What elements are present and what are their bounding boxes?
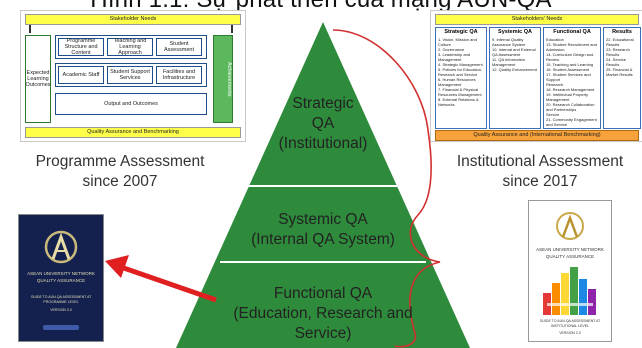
- col2-item: 10. Internal and External QA Assessment: [492, 47, 536, 57]
- col3-item: 20. Research Collaboration and Partnersh…: [546, 102, 595, 112]
- achievements-bar: Achievements: [213, 35, 233, 123]
- systemic-qa-level: Systemic QA (Internal QA System): [213, 210, 433, 250]
- strategic-line2: QA: [311, 115, 335, 132]
- col1-item: 5. Policies for Education, Research and …: [438, 67, 483, 77]
- col4-item: 25. Financial & Market Results: [606, 67, 633, 77]
- institutional-bracket: [332, 29, 441, 348]
- student-support-box: Student Support Services: [107, 66, 153, 84]
- col3-item: Service: [546, 112, 560, 117]
- expected-learning-outcomes-box: Expected Learning Outcomes: [25, 35, 51, 123]
- academic-staff-box: Academic Staff: [58, 66, 104, 84]
- col1-item: 8. External Relations & Networks: [438, 97, 479, 107]
- strategic-line1: Strategic: [292, 95, 354, 112]
- right-book-org: ASEAN UNIVERSITY NETWORK: [536, 247, 604, 252]
- col1-item: 7. Financial & Physical Resources Manage…: [438, 87, 482, 97]
- programme-assessment-line2: since 2007: [82, 173, 158, 190]
- col3-item: Education: [546, 37, 564, 42]
- col1-item: 2. Governance: [438, 47, 465, 52]
- col3-item: 17. Student Services and Support: [546, 72, 591, 82]
- stakeholder-arrow-right: [231, 25, 233, 33]
- col3-item: 14. Curriculum Design and Review: [546, 52, 594, 62]
- right-book-guide: GUIDE TO AUN-QA ASSESSMENT AT INSTITUTIO…: [539, 319, 601, 328]
- systemic-qa-head: Systemic QA: [498, 29, 532, 35]
- col3-item: 18. Research Management: [546, 87, 595, 92]
- programme-model-diagram: Stakeholder Needs Expected Learning Outc…: [20, 10, 246, 142]
- col4-item: 22. Educational Results: [606, 37, 634, 47]
- qa-international-benchmarking-bar: Quality Assurance and (International Ben…: [435, 130, 639, 141]
- facilities-box: Facilities and Infrastructure: [156, 66, 202, 84]
- functional-line3: Service): [294, 325, 352, 342]
- left-book-version: VERSION 3.0: [50, 308, 72, 312]
- col3-item: Research: [546, 82, 564, 87]
- aun-qa-logo-icon: [556, 212, 584, 240]
- institutional-assessment-caption: Institutional Assessment since 2017: [440, 152, 640, 192]
- stakeholder-arrow-left: [29, 25, 31, 33]
- aun-qa-logo-icon: [44, 230, 78, 264]
- left-book-guide: GUIDE TO AUN-QA ASSESSMENT AT PROGRAMME …: [30, 295, 92, 304]
- col1-item: 1. Vision, Mission and Culture: [438, 37, 477, 47]
- programme-assessment-caption: Programme Assessment since 2007: [20, 152, 220, 192]
- systemic-line1: Systemic QA: [278, 211, 368, 228]
- col2-item: 11. QA Information Management: [492, 57, 526, 67]
- strategic-qa-column: Strategic QA 1. Vision, Mission and Cult…: [435, 27, 487, 129]
- left-book-footer-logos: [43, 325, 79, 330]
- left-book-sub: QUALITY ASSURANCE: [36, 278, 86, 283]
- col4-item: 23. Research Results: [606, 47, 630, 57]
- functional-qa-level: Functional QA (Education, Research and S…: [198, 284, 448, 344]
- institutional-model-diagram: Stakeholders' Needs Strategic QA 1. Visi…: [430, 10, 642, 142]
- col2-item: 9. Internal Quality Assurance System: [492, 37, 526, 47]
- col3-item: 21. Community Engagement and Service: [546, 117, 597, 127]
- red-arrow-head: [105, 255, 129, 278]
- teaching-learning-box: Teaching and Learning Approach: [107, 38, 153, 56]
- left-book-org: ASEAN UNIVERSITY NETWORK: [27, 271, 95, 276]
- stakeholder-needs-bar: Stakeholder Needs: [25, 14, 241, 25]
- programme-guide-book: ASEAN UNIVERSITY NETWORK QUALITY ASSURAN…: [18, 214, 104, 342]
- systemic-line2: (Internal QA System): [251, 231, 395, 248]
- strategic-qa-head: Strategic QA: [444, 29, 478, 35]
- functional-qa-column: Functional QA Education 13. Student Recr…: [543, 27, 601, 129]
- strategic-qa-level: Strategic QA (Institutional): [253, 94, 393, 154]
- student-assessment-box: Student Assessment: [156, 38, 202, 56]
- functional-line1: Functional QA: [273, 285, 373, 302]
- qa-benchmarking-bar: Quality Assurance and Benchmarking: [25, 127, 241, 138]
- colorful-building-illustration: [543, 267, 596, 315]
- col1-item: 3. Leadership and Management: [438, 52, 471, 62]
- right-book-sub: QUALITY ASSURANCE: [545, 254, 595, 259]
- red-arrow-shaft: [117, 263, 217, 303]
- col3-item: 16. Student Assessment: [546, 67, 590, 72]
- col3-item: 15. Teaching and Learning: [546, 62, 594, 67]
- systemic-qa-column: Systemic QA 9. Internal Quality Assuranc…: [489, 27, 541, 129]
- strategic-line3: (Institutional): [278, 135, 368, 152]
- institutional-assessment-line1: Institutional Assessment: [456, 153, 624, 170]
- right-book-version: VERSION 2.0: [559, 331, 581, 335]
- col4-item: 24. Service Results: [606, 57, 627, 67]
- results-column: Results 22. Educational Results 23. Rese…: [603, 27, 641, 129]
- row1-container: [55, 35, 207, 59]
- institutional-guide-book: ASEAN UNIVERSITY NETWORK QUALITY ASSURAN…: [528, 200, 612, 342]
- col2-item: 12. Quality Enhancement: [492, 67, 537, 72]
- functional-qa-head: Functional QA: [553, 29, 591, 35]
- stakeholders-needs-bar: Stakeholders' Needs: [435, 14, 639, 25]
- col1-item: 4. Strategic Management: [438, 62, 483, 67]
- col3-item: 13. Student Recruitment and Admission: [546, 42, 597, 52]
- col3-item: 19. Intellectual Property Management: [546, 92, 589, 102]
- figure-title: Hình 1.1: Sự phát triển của mạng AUN-QA: [0, 0, 642, 14]
- output-outcomes-box: Output and Outcomes: [55, 93, 207, 115]
- col1-item: 6. Human Resources Management: [438, 77, 476, 87]
- results-head: Results: [612, 29, 632, 35]
- institutional-assessment-line2: since 2017: [502, 173, 578, 190]
- row2-container: [55, 63, 207, 87]
- functional-line2: (Education, Research and: [233, 305, 413, 322]
- programme-assessment-line1: Programme Assessment: [35, 153, 205, 170]
- programme-structure-box: Programme Structure and Content: [58, 38, 104, 56]
